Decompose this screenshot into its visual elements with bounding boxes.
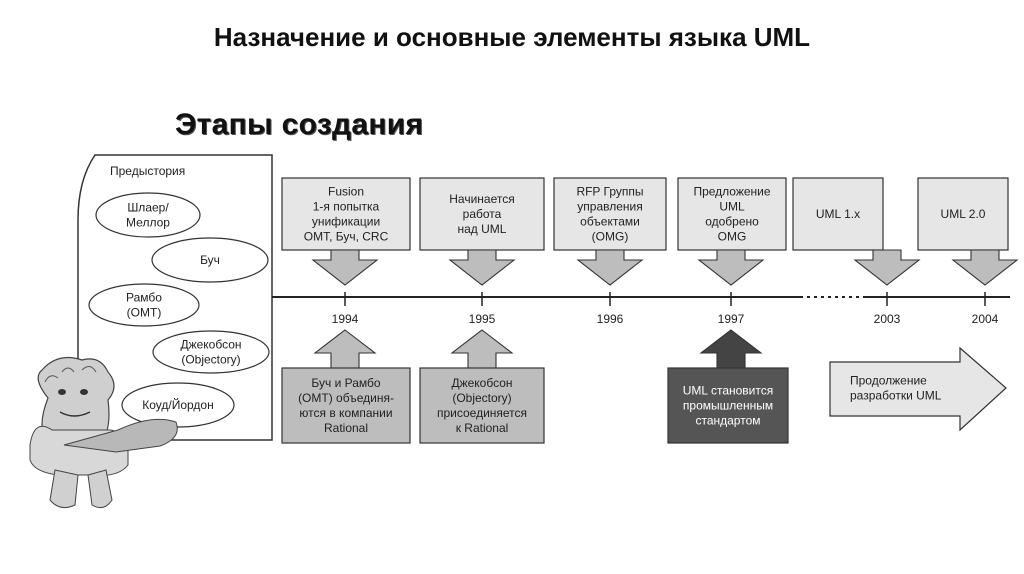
timeline-years: 1994 1995 1996 1997 2003 2004 (332, 292, 999, 326)
down-arrow (576, 249, 644, 286)
event-box (667, 367, 789, 444)
event-label: промышленным (683, 399, 773, 413)
event-label: (OMT) объединя- (298, 391, 394, 405)
events-bottom: Буч и Рамбо(OMT) объединя-ются в компани… (281, 329, 789, 444)
milestone-box (677, 177, 787, 251)
milestone-label: Начинается (449, 192, 514, 206)
year-label: 1997 (718, 312, 745, 326)
method-oval (151, 237, 269, 283)
milestone-label: UML 2.0 (941, 207, 986, 221)
milestone-label: унификации (312, 215, 380, 229)
year-label: 2003 (874, 312, 901, 326)
down-arrow (697, 249, 765, 286)
milestone-label: Предложение (693, 185, 770, 199)
method-label: Коуд/Йордон (142, 397, 213, 412)
section-subtitle: Этапы создания (175, 108, 424, 141)
method-oval (88, 283, 200, 327)
year-label: 1996 (597, 312, 624, 326)
method-label: Рамбо (126, 291, 162, 305)
milestone-label: Fusion (328, 185, 364, 199)
year-label: 1994 (332, 312, 359, 326)
year-label: 1995 (469, 312, 496, 326)
event-box (281, 367, 411, 444)
down-arrow (853, 249, 921, 286)
up-arrow (313, 329, 377, 369)
method-label: Джекобсон (180, 338, 241, 352)
caveman-illustration (29, 357, 178, 509)
event-label: ются в компании (299, 406, 392, 420)
milestone-label: (OMG) (592, 230, 629, 244)
continuation-arrow (829, 346, 1007, 432)
event-label: к Rational (456, 421, 509, 435)
continuation-text: разработки UML (850, 389, 942, 403)
milestone-label: RFP Группы (576, 185, 643, 199)
milestone-label: объектами (580, 215, 640, 229)
milestone-box (419, 177, 545, 251)
method-label: Шлаер/ (127, 201, 169, 215)
event-label: присоединяется (437, 406, 527, 420)
milestone-label: работа (463, 207, 502, 221)
method-label: Буч (200, 253, 220, 267)
milestone-label: UML 1.x (816, 207, 860, 221)
method-oval (121, 382, 235, 428)
up-arrow (450, 329, 514, 369)
slide-title: Назначение и основные элементы языка UML (213, 22, 811, 52)
event-label: Джекобсон (451, 376, 512, 390)
method-oval (95, 192, 201, 238)
down-arrow (311, 249, 379, 286)
continuation-text: Продолжение (850, 374, 927, 388)
milestone-box (553, 177, 667, 251)
method-label: (OMT) (127, 306, 162, 320)
milestone-box (917, 177, 1009, 251)
down-arrow (951, 249, 1019, 286)
event-label: (Objectory) (452, 391, 511, 405)
method-label: Меллор (126, 216, 170, 230)
event-label: UML становится (683, 384, 774, 398)
milestone-label: OMT, Буч, CRC (304, 230, 389, 244)
milestone-label: одобрено (705, 215, 759, 229)
milestone-label: управления (577, 200, 642, 214)
event-label: Rational (324, 421, 368, 435)
milestone-label: 1-я попытка (313, 200, 380, 214)
year-label: 2004 (972, 312, 999, 326)
milestone-label: OMG (718, 230, 747, 244)
event-label: стандартом (695, 414, 760, 428)
milestone-label: над UML (458, 222, 507, 236)
milestone-label: UML (719, 200, 745, 214)
milestone-box (792, 177, 884, 251)
event-label: Буч и Рамбо (311, 376, 381, 390)
method-oval (152, 330, 270, 374)
up-arrow (699, 329, 763, 369)
event-box (419, 367, 545, 444)
method-label: (Objectory) (181, 353, 240, 367)
milestone-box (281, 177, 411, 251)
prehistory-label: Предыстория (110, 164, 185, 178)
down-arrow (448, 249, 516, 286)
